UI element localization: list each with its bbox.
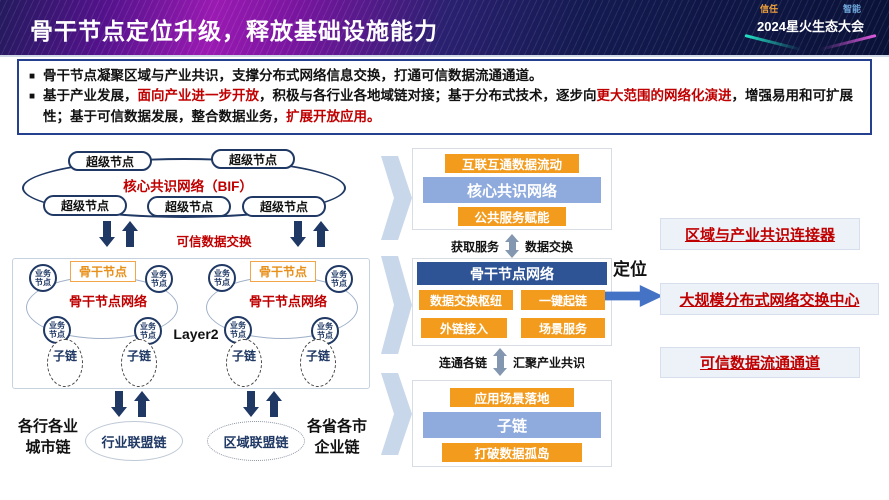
external-chain-access-box: 外链接入 [421, 318, 507, 338]
backbone-node-box: 骨干节点 [70, 261, 136, 282]
super-node: 超级节点 [211, 149, 295, 169]
bullet-2-seg-red: 扩展开放应用。 [286, 108, 381, 124]
bullet-2-seg-red: 面向产业进一步开放 [137, 88, 260, 104]
bullet-2-seg: 基于产业发展， [43, 88, 138, 104]
layer2-label: Layer2 [173, 326, 219, 342]
data-exchange-label: 数据交换 [525, 239, 574, 254]
subchain-box: 子链 [423, 412, 601, 438]
core-network-label: 核心共识网络（BIF） [123, 179, 253, 194]
magenta-streak-icon [819, 34, 877, 51]
exchange-labels: 获取服务 数据交换 [412, 234, 612, 258]
backbone-panel: 骨干节点网络 数据交换枢纽 一键起链 外链接入 场景服务 [412, 258, 612, 346]
subchain-ellipse: 子链 [121, 339, 157, 387]
super-node: 超级节点 [147, 196, 231, 217]
trusted-exchange-label: 可信数据交换 [176, 235, 252, 249]
positioning-label: 定位 [613, 260, 647, 279]
up-down-arrow-icon [505, 234, 519, 258]
bullet-square-icon: ■ [29, 91, 36, 103]
app-scene-box: 应用场景落地 [450, 388, 574, 407]
logo-tag-trust: 信任 [760, 4, 779, 14]
business-node: 业务节点 [325, 265, 353, 293]
distributed-exchange-center-label: 大规模分布式网络交换中心 [679, 291, 860, 309]
summary-box: ■ 骨干节点凝聚区域与产业共识，支撑分布式网络信息交换，打通可信数据流通通道。 … [17, 59, 872, 135]
page-title: 骨干节点定位升级，释放基础设施能力 [30, 18, 438, 44]
gather-consensus-label: 汇聚产业共识 [513, 355, 586, 370]
business-node: 业务节点 [29, 264, 57, 292]
subchain-panel: 应用场景落地 子链 打破数据孤岛 [412, 380, 612, 467]
super-node: 超级节点 [242, 196, 326, 217]
core-network-panel: 互联互通数据流动 核心共识网络 公共服务赋能 [412, 148, 612, 230]
super-node: 超级节点 [68, 151, 152, 171]
data-flow-box: 互联互通数据流动 [445, 154, 579, 173]
industry-alliance-chain-ellipse: 行业联盟链 [85, 421, 183, 461]
bullet-1-text: 骨干节点凝聚区域与产业共识，支撑分布式网络信息交换，打通可信数据流通通道。 [43, 68, 543, 83]
connect-chains-label: 连通各链 [438, 355, 487, 370]
scene-service-box: 场景服务 [521, 318, 605, 338]
down-up-arrows-icon [243, 391, 282, 417]
distributed-exchange-center-box: 大规模分布式网络交换中心 [660, 283, 879, 315]
event-name: 2024星火生态大会 [757, 19, 864, 34]
chevron-right-icon [381, 373, 412, 455]
bullet-2-seg: ，增强易用和可扩展性；基于可信数据发展，整合数据业务， [43, 88, 854, 124]
super-node: 超级节点 [43, 195, 127, 216]
bullet-1: ■ 骨干节点凝聚区域与产业共识，支撑分布式网络信息交换，打通可信数据流通通道。 [29, 66, 860, 86]
caption-right-line2: 企业链 [314, 439, 360, 456]
logo-streaks-icon [738, 34, 883, 51]
caption-right-line1: 各省各市 [306, 418, 367, 435]
data-exchange-hub-box: 数据交换枢纽 [419, 290, 513, 310]
down-up-arrows-icon [111, 391, 150, 417]
caption-left: 各行各业 城市链 [10, 416, 86, 458]
trusted-data-channel-label: 可信数据流通通道 [699, 355, 820, 372]
core-consensus-box: 核心共识网络 [423, 177, 601, 203]
caption-left-line1: 各行各业 [17, 418, 78, 435]
backbone-network-header: 骨干节点网络 [417, 262, 607, 285]
bullet-2: ■ 基于产业发展，面向产业进一步开放，积极与各行业各地域链对接；基于分布式技术，… [29, 86, 860, 127]
down-up-arrows-icon [99, 221, 138, 247]
bullet-2-text: 基于产业发展，面向产业进一步开放，积极与各行业各地域链对接；基于分布式技术，逐步… [43, 86, 860, 127]
break-data-silo-box: 打破数据孤岛 [442, 443, 582, 462]
bullet-square-icon: ■ [29, 71, 36, 82]
backbone-network-label: 骨干节点网络 [68, 294, 147, 309]
backbone-node-box: 骨干节点 [250, 261, 316, 282]
chevron-right-icon [381, 256, 412, 354]
chevron-right-icon [381, 156, 412, 240]
consensus-connector-label: 区域与产业共识连接器 [684, 226, 835, 244]
subchain-ellipse: 子链 [226, 339, 262, 387]
up-down-arrow-icon [493, 348, 507, 376]
connect-labels: 连通各链 汇聚产业共识 [402, 348, 622, 376]
subchain-ellipse: 子链 [300, 339, 336, 387]
region-alliance-chain-ellipse: 区域联盟链 [207, 421, 305, 461]
business-node: 业务节点 [145, 265, 173, 293]
right-arrow-icon [605, 285, 663, 307]
logo-tag-smart: 智能 [842, 4, 861, 14]
event-logo: 信任 智能 2024星火生态大会 [738, 2, 883, 51]
public-service-box: 公共服务赋能 [458, 207, 566, 226]
subchain-ellipse: 子链 [47, 339, 83, 387]
down-up-arrows-icon [290, 221, 329, 247]
bullet-2-seg-red: 更大范围的网络化演进 [596, 88, 732, 104]
teal-streak-icon [744, 34, 802, 51]
business-node: 业务节点 [208, 264, 236, 292]
caption-right: 各省各市 企业链 [300, 416, 374, 458]
bullet-2-seg: ，积极与各行业各地域链对接；基于分布式技术，逐步向 [259, 88, 597, 104]
one-key-chain-box: 一键起链 [521, 290, 605, 310]
caption-left-line2: 城市链 [25, 439, 71, 456]
header-banner: 骨干节点定位升级，释放基础设施能力 信任 智能 2024星火生态大会 [0, 0, 889, 57]
trusted-data-channel-box: 可信数据流通通道 [660, 347, 860, 378]
get-service-label: 获取服务 [450, 239, 499, 254]
consensus-connector-box: 区域与产业共识连接器 [660, 218, 860, 250]
core-network-ellipse [22, 158, 346, 218]
backbone-network-label: 骨干节点网络 [248, 294, 327, 309]
